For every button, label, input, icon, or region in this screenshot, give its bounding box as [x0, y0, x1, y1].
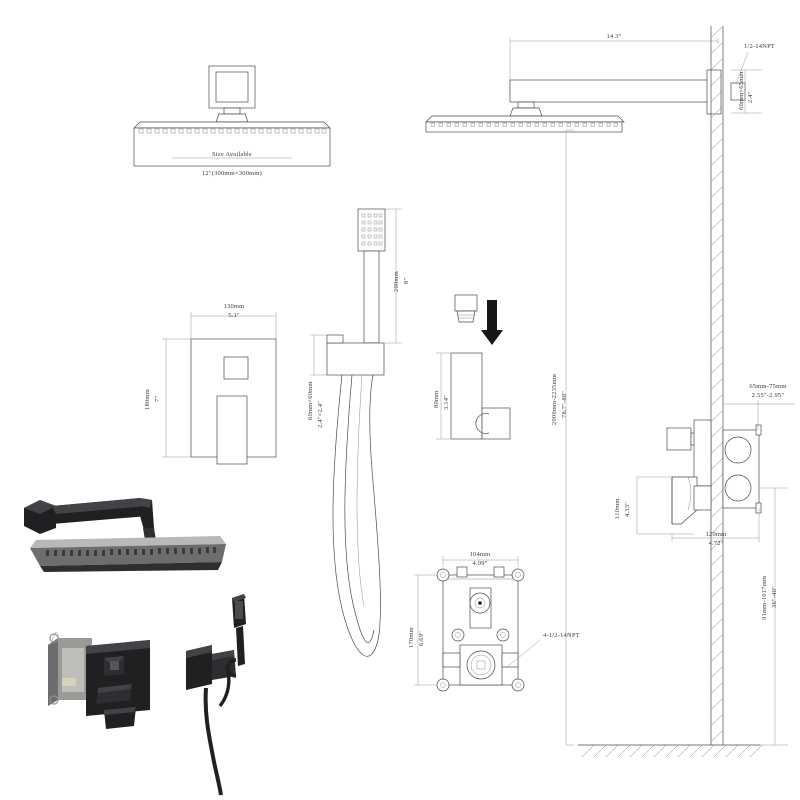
- product-photo-rain-head: [24, 498, 226, 572]
- bracket-base-mm-label: 60mm×60mm: [307, 381, 314, 420]
- npt-top-label: 1/2-14NPT: [744, 43, 776, 50]
- handheld-wand: [310, 208, 402, 657]
- trim-plate-front-view: [162, 312, 277, 465]
- valve-width-in-label: 4.09": [472, 560, 488, 567]
- plate-width-mm-label: 120mm: [705, 531, 727, 538]
- trim-width-mm-label: 130mm: [223, 303, 245, 310]
- trim-height-in-label: 7": [154, 395, 161, 402]
- wand-length-in-label: 8": [403, 277, 410, 284]
- product-photo-valve-trim: [48, 631, 150, 729]
- holder-height-mm-label: 80mm: [433, 390, 440, 408]
- wand-holder-detail: [436, 294, 511, 440]
- inlet-depth-mm-label: 60mm×65mm: [738, 71, 745, 110]
- size-available-label: Size Available: [211, 151, 253, 158]
- head-size-label: 12"(300mm×300mm): [201, 170, 263, 177]
- valve-floor-height-in-label: 36"-40": [771, 586, 778, 608]
- rough-in-in-label: 2.55"-2.95": [751, 392, 785, 399]
- riser-height-in-label: 78.7"-88": [561, 390, 568, 418]
- rough-in-valve-body: [414, 556, 541, 692]
- handle-proj-mm-label: 110mm: [614, 498, 621, 519]
- product-photo-handheld: [186, 594, 246, 796]
- valve-floor-height-mm-label: 91mm-1017mm: [761, 575, 768, 620]
- bracket-base-in-label: 2.4"×2.4": [317, 400, 324, 428]
- valve-ports-label: 4-1/2-14NPT: [543, 632, 580, 639]
- wand-length-mm-label: 200mm: [393, 271, 400, 292]
- plate-width-in-label: 4.72": [708, 540, 724, 547]
- riser-height-dimension: [565, 129, 574, 746]
- valve-height-mm-label: 170mm: [408, 627, 415, 648]
- handle-proj-in-label: 4.33": [624, 501, 631, 517]
- valve-width-mm-label: 104mm: [469, 551, 491, 558]
- concealed-valve-section: [636, 400, 795, 746]
- rough-in-mm-label: 65mm-75mm: [749, 383, 787, 390]
- inlet-depth-in-label: 2.4": [747, 91, 754, 103]
- floor-line: [578, 744, 763, 758]
- wall-section: [710, 25, 724, 745]
- arm-length-label: 14.3": [606, 33, 622, 40]
- trim-width-in-label: 5.1": [228, 312, 240, 319]
- shower-arm-elevation: [425, 38, 762, 133]
- holder-height-in-label: 3.14": [443, 394, 450, 410]
- shower-head-front-view: [133, 65, 331, 167]
- trim-height-mm-label: 180mm: [144, 389, 151, 410]
- riser-height-mm-label: 2000mm-2235mm: [551, 374, 558, 425]
- valve-height-in-label: 6.69": [418, 630, 425, 646]
